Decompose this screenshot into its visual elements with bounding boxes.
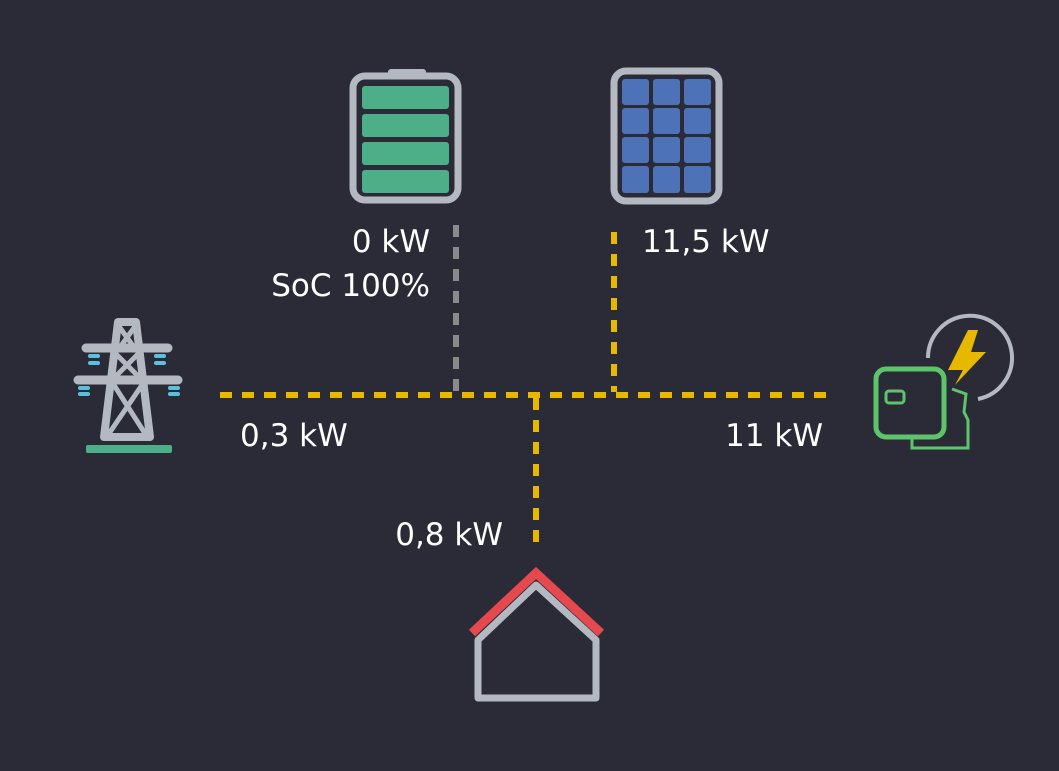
grid-tower-icon[interactable]	[73, 318, 183, 453]
home-icon[interactable]	[468, 566, 605, 702]
charger-power-label: 11 kW	[725, 418, 823, 454]
battery-soc-label: SoC 100%	[271, 268, 430, 304]
home-power-label: 0,8 kW	[395, 517, 503, 553]
battery-power-label: 0 kW	[351, 224, 430, 260]
solar-panel-icon[interactable]	[610, 67, 723, 205]
battery-icon[interactable]	[349, 69, 462, 204]
grid-power-label: 0,3 kW	[240, 418, 348, 454]
ev-charger-icon[interactable]	[873, 313, 1014, 450]
solar-power-label: 11,5 kW	[642, 224, 770, 260]
